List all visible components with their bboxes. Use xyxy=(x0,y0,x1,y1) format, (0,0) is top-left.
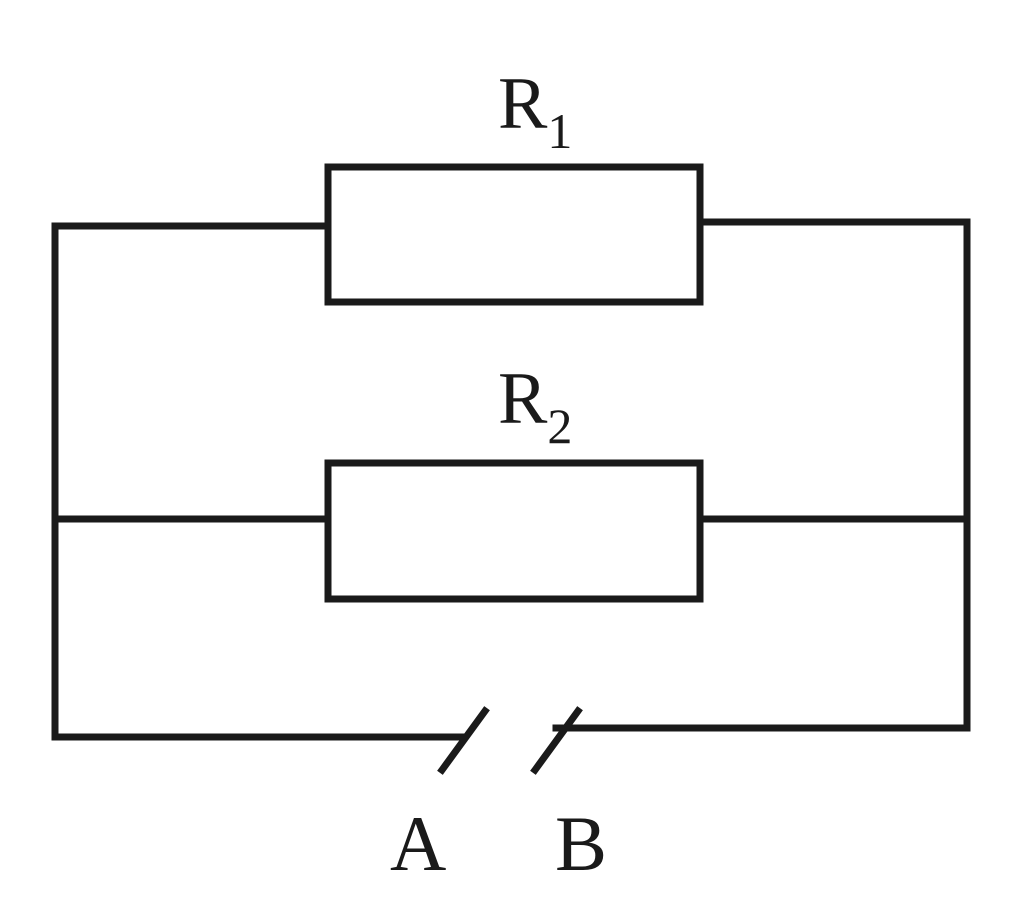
resistor-r2-label: R2 xyxy=(498,358,572,454)
resistor-r2-body xyxy=(324,459,704,603)
resistor-r1-subscript: 1 xyxy=(547,103,572,159)
terminal-b-slash xyxy=(530,706,583,775)
resistor-r2-letter: R xyxy=(498,358,548,440)
terminal-a-slash xyxy=(437,706,490,775)
resistor-r2-subscript: 2 xyxy=(547,398,572,454)
terminal-a-label: A xyxy=(390,800,446,887)
resistor-r1-label: R1 xyxy=(498,63,572,159)
resistor-r1-letter: R xyxy=(498,63,548,145)
resistor-r1-body xyxy=(324,163,704,306)
terminal-b-label: B xyxy=(555,800,607,887)
